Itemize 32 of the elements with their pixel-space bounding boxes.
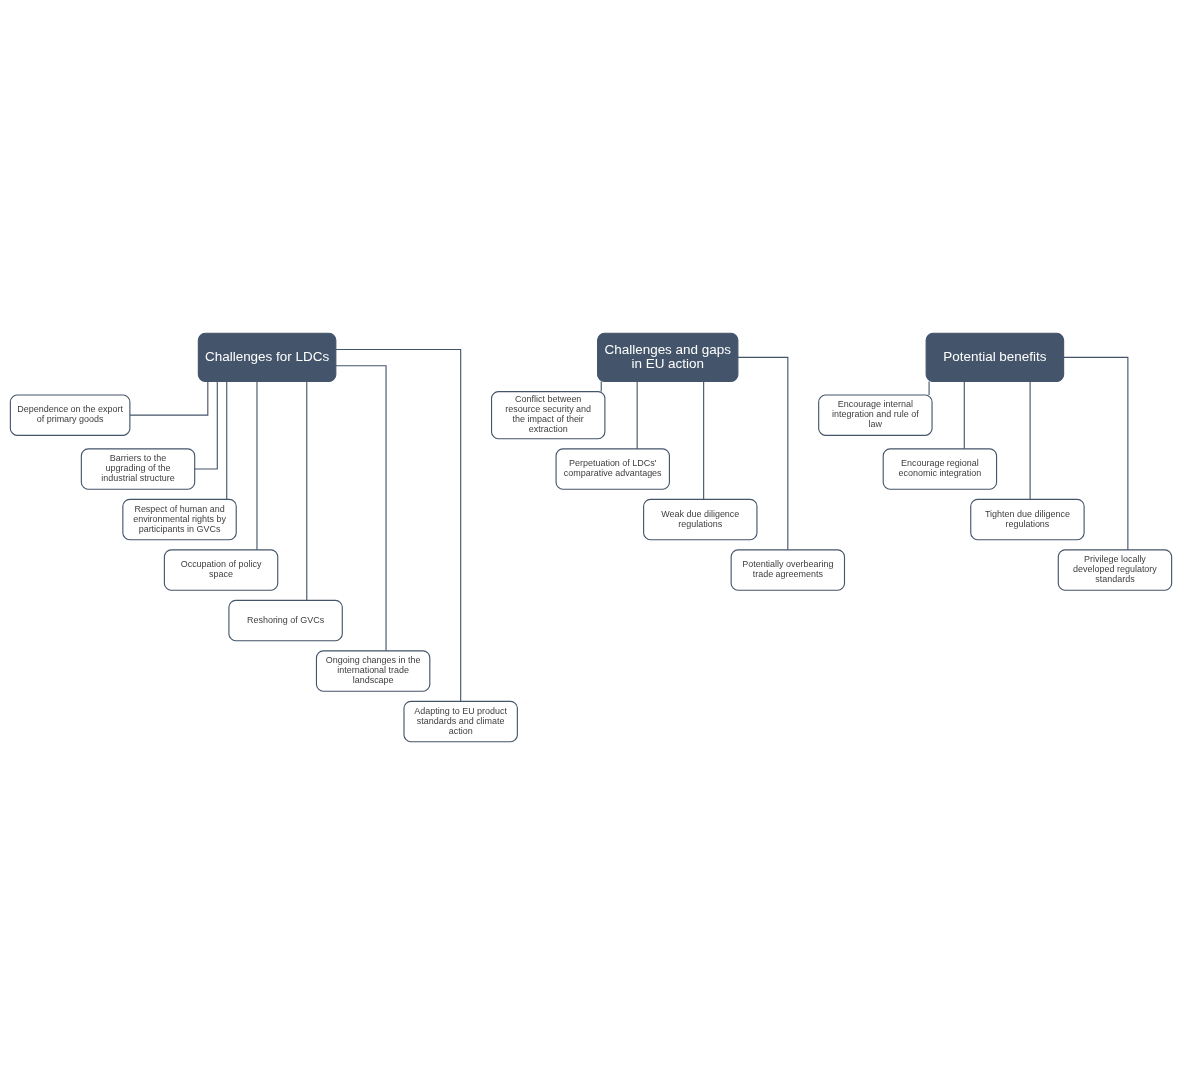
connector <box>256 380 258 550</box>
node-box: Dependence on the export of primary goods <box>9 393 131 436</box>
connector <box>1063 356 1129 550</box>
node-box: Weak due diligence regulations <box>643 498 758 540</box>
connector <box>1029 380 1031 500</box>
connector <box>226 380 228 500</box>
node-box: Perpetuation of LDCs' comparative advantages <box>555 447 670 490</box>
node-box: Reshoring of GVCs <box>228 599 343 641</box>
connector <box>963 380 965 449</box>
node-box: Encourage internal integration and rule of law <box>818 393 933 436</box>
connector <box>703 380 705 500</box>
connector <box>335 348 462 702</box>
connector <box>928 380 930 395</box>
node-box: Tighten due diligence regulations <box>970 498 1085 540</box>
node-box: Respect of human and environmental rights by participants in GVCs <box>122 498 237 540</box>
node-box: Ongoing changes in the international trade landscape <box>315 649 431 692</box>
node-box: Adapting to EU product standards and climate action <box>403 700 518 742</box>
node-box: Encourage regional economic integration <box>882 447 998 490</box>
node-box: Privilege locally developed regulatory standards <box>1057 548 1173 591</box>
connector <box>335 364 387 651</box>
connector <box>636 380 638 449</box>
node-box: Conflict between resource security and the impact of their extraction <box>491 390 606 439</box>
node-box: Potential benefits <box>925 332 1065 382</box>
node-box: Challenges for LDCs <box>197 332 337 382</box>
node-box: Barriers to the upgrading of the industrial structure <box>80 447 196 490</box>
connector <box>194 380 218 470</box>
node-box: Potentially overbearing trade agreements <box>730 548 846 591</box>
node-box: Challenges and gaps in EU action <box>597 332 739 382</box>
connector <box>306 380 308 601</box>
connector <box>737 356 789 550</box>
connector <box>129 380 209 416</box>
node-box: Occupation of policy space <box>163 548 279 591</box>
